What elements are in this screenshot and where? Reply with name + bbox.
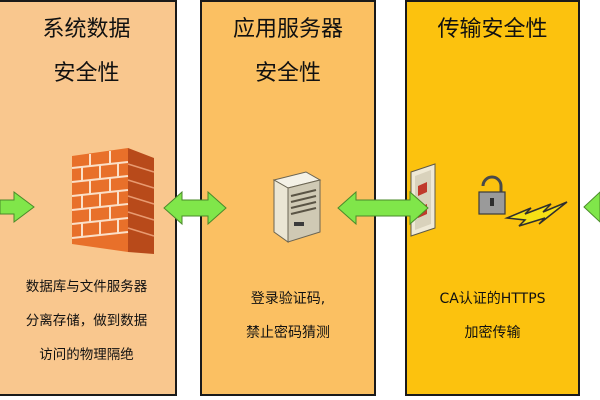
arrow-left-partial (0, 191, 35, 223)
arrow-right-partial (583, 191, 600, 223)
panel-transmission-security: 传输安全性 CA认证的HTTPS 加密传输 (405, 0, 580, 396)
double-arrow (163, 190, 227, 226)
panel-title-line2: 安全性 (53, 61, 120, 86)
double-arrow (337, 190, 429, 226)
panel-description: CA认证的HTTPS 加密传输 (407, 282, 578, 350)
panel-description: 数据库与文件服务器 分离存储，做到数据 访问的物理隔绝 (0, 270, 175, 372)
panel-title-line1: 系统数据 (42, 17, 131, 42)
desc-line: 分离存储，做到数据 (25, 313, 148, 329)
panel-description: 登录验证码, 禁止密码猜测 (202, 282, 374, 350)
desc-line: 禁止密码猜测 (246, 325, 330, 341)
desc-line: 登录验证码, (250, 291, 326, 307)
panel-title-line1: 传输安全性 (437, 17, 548, 42)
lock-lightning-icon (478, 175, 568, 227)
panel-title-line2: 安全性 (254, 61, 321, 86)
desc-line: CA认证的HTTPS (439, 291, 546, 307)
desc-line: 加密传输 (464, 325, 521, 341)
panel-title-line1: 应用服务器 (232, 17, 343, 42)
server-icon (272, 171, 322, 243)
panel-system-data-security: 系统数据 安全性 数据库与文件服务器 分离存储，做到数据 (0, 0, 177, 396)
panel-application-server-security: 应用服务器 安全性 登录验证码, 禁止密码猜测 (200, 0, 376, 396)
desc-line: 数据库与文件服务器 (25, 279, 148, 295)
desc-line: 访问的物理隔绝 (39, 347, 134, 363)
firewall-icon (71, 148, 155, 254)
